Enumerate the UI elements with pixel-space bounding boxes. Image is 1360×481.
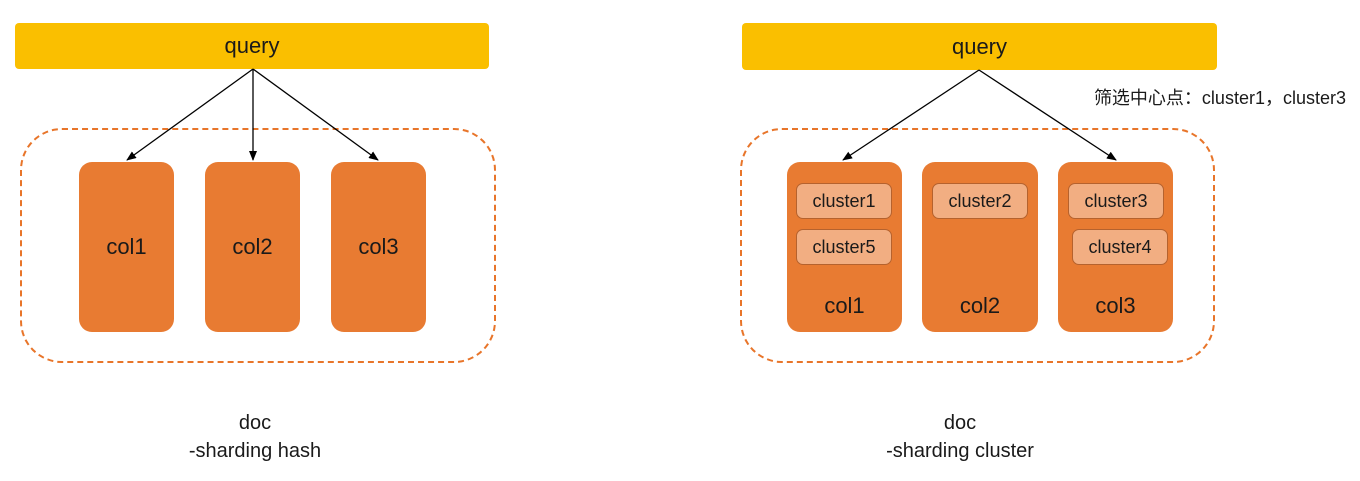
left-col2-label: col2 — [232, 234, 273, 259]
cluster-chip: cluster1 — [796, 183, 892, 219]
left-query-label: query — [224, 33, 280, 58]
right-caption-subtitle: -sharding cluster — [886, 440, 1034, 462]
left-col3-box: col3 — [331, 162, 426, 332]
left-caption: doc -sharding hash — [140, 409, 370, 465]
left-col1-label: col1 — [106, 234, 147, 259]
right-col3-box: cluster3 cluster4 col3 — [1058, 162, 1173, 332]
cluster-label: cluster4 — [1088, 236, 1152, 257]
right-caption-title: doc — [943, 412, 977, 434]
cluster-chip: cluster4 — [1072, 229, 1168, 265]
cluster-label: cluster2 — [948, 190, 1012, 211]
right-col1-box: cluster1 cluster5 col1 — [787, 162, 902, 332]
right-col2-box: cluster2 col2 — [922, 162, 1038, 332]
cluster-label: cluster1 — [812, 190, 876, 211]
right-query-label: query — [951, 33, 1008, 59]
filter-note: 筛选中心点：cluster1，cluster3 — [1093, 88, 1346, 108]
cluster-chip: cluster5 — [796, 229, 892, 265]
right-query-bar: query — [742, 23, 1217, 70]
right-col1-label: col1 — [824, 293, 865, 318]
cluster-chip: cluster2 — [932, 183, 1028, 219]
cluster-chip: cluster3 — [1068, 183, 1164, 219]
right-caption: doc -sharding cluster — [845, 409, 1075, 465]
left-caption-subtitle: -sharding hash — [188, 440, 322, 462]
left-caption-title: doc — [238, 412, 272, 434]
cluster-label: cluster3 — [1084, 190, 1148, 211]
cluster-label: cluster5 — [812, 236, 876, 257]
right-col2-label: col2 — [959, 293, 1001, 318]
left-col1-box: col1 — [79, 162, 174, 332]
right-col3-label: col3 — [1095, 293, 1136, 318]
left-col3-label: col3 — [358, 234, 399, 259]
left-col2-box: col2 — [205, 162, 300, 332]
left-query-bar: query — [15, 23, 489, 69]
